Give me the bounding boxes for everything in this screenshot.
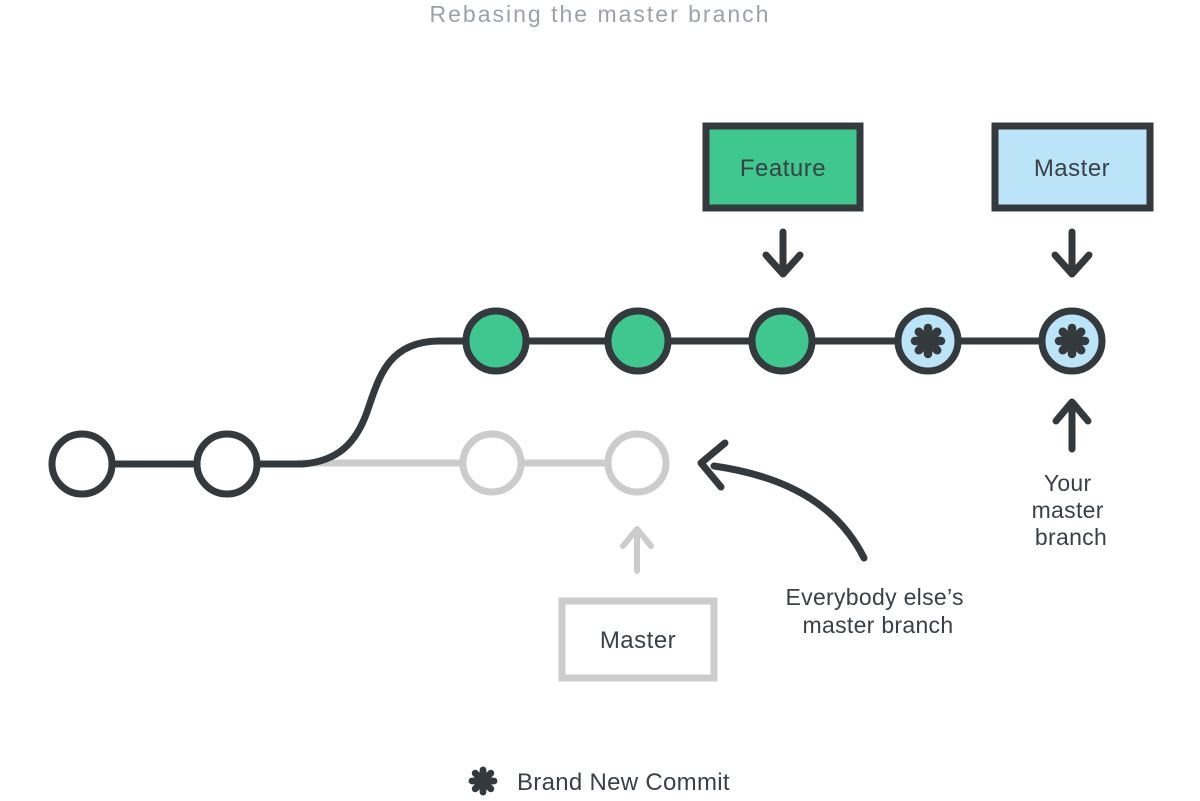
page-title: Rebasing the master branch — [430, 1, 771, 27]
legend-label: Brand New Commit — [517, 769, 730, 796]
feature-commit-node — [462, 307, 530, 375]
new-commit-asterisk-icon — [1059, 328, 1085, 354]
ghost-up-arrow-icon — [620, 526, 654, 574]
base-commit-node — [48, 430, 116, 498]
main-branch-line — [78, 337, 1076, 468]
feature-box-rect — [702, 122, 864, 212]
master-down-arrow-icon — [1051, 228, 1093, 278]
legend: Brand New Commit — [472, 769, 730, 796]
ghost-commit-node — [604, 430, 670, 496]
ghost-master-branch: Master — [296, 430, 718, 682]
feature-box-label: Feature — [740, 155, 826, 182]
master-box-label: Master — [1034, 155, 1110, 182]
ghost-master-label-box: Master — [558, 597, 718, 682]
new-commit-asterisk-icon — [915, 328, 941, 354]
feature-commit-node — [748, 307, 816, 375]
ghost-commit-node — [459, 430, 525, 496]
feature-label-box: Feature — [702, 122, 864, 212]
ghost-master-box-label: Master — [600, 627, 676, 654]
legend-new-commit-asterisk-icon — [472, 770, 494, 792]
everybody-else-curved-arrow-icon — [697, 439, 868, 562]
ghost-master-box-rect — [558, 597, 718, 682]
base-commit-node — [193, 430, 261, 498]
your-master-branch-annotation: Your master branch — [1032, 470, 1111, 550]
master-box-rect — [991, 122, 1154, 212]
everybody-else-annotation: Everybody else’s master branch — [786, 584, 971, 638]
your-master-up-arrow-icon — [1052, 398, 1092, 453]
master-label-box: Master — [991, 122, 1154, 212]
feature-down-arrow-icon — [762, 228, 804, 278]
feature-commit-node — [604, 307, 672, 375]
